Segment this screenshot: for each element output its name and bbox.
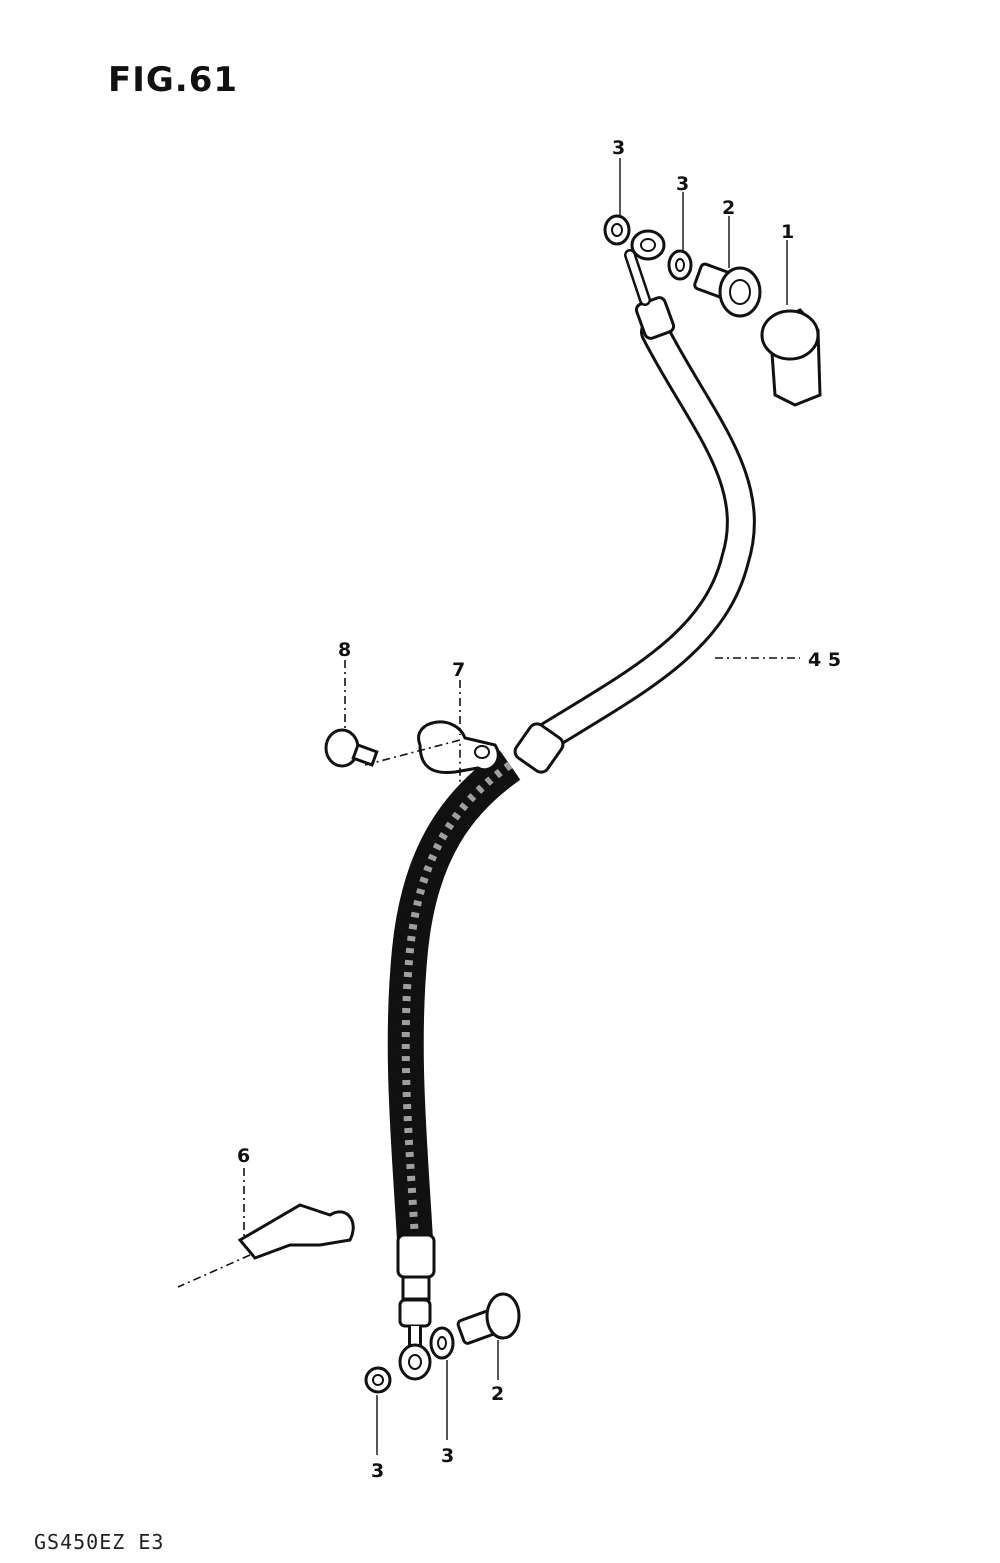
brake-hose-upper bbox=[535, 229, 756, 750]
callout-4-5: 4 5 bbox=[808, 649, 841, 671]
callout-6: 6 bbox=[237, 1145, 250, 1167]
callout-8: 8 bbox=[338, 639, 351, 661]
callout-2-bottom: 2 bbox=[491, 1383, 504, 1405]
washer-top-left bbox=[603, 214, 631, 246]
callout-1: 1 bbox=[781, 221, 794, 243]
washer-bottom-right bbox=[429, 1326, 455, 1360]
figure-title: FIG.61 bbox=[108, 60, 239, 100]
callout-3-top-right: 3 bbox=[676, 173, 689, 195]
washer-top-right bbox=[667, 249, 693, 281]
callout-3-bottom-right: 3 bbox=[441, 1445, 454, 1467]
callout-2-top: 2 bbox=[722, 197, 735, 219]
union-bolt-top bbox=[693, 262, 762, 318]
callout-3-top-left: 3 bbox=[612, 137, 625, 159]
leader-8-7 bbox=[364, 738, 461, 800]
callout-3-bottom-left: 3 bbox=[371, 1460, 384, 1482]
cap-part-1 bbox=[760, 308, 822, 407]
union-bolt-bottom bbox=[456, 1292, 521, 1345]
callout-7: 7 bbox=[452, 659, 465, 681]
model-code: GS450EZ E3 bbox=[34, 1530, 165, 1554]
bolt-8 bbox=[324, 728, 379, 768]
clamp-7 bbox=[417, 720, 500, 775]
washer-bottom-left bbox=[364, 1366, 392, 1394]
bracket-6 bbox=[177, 1203, 355, 1288]
brake-hose-lower bbox=[387, 722, 565, 1381]
